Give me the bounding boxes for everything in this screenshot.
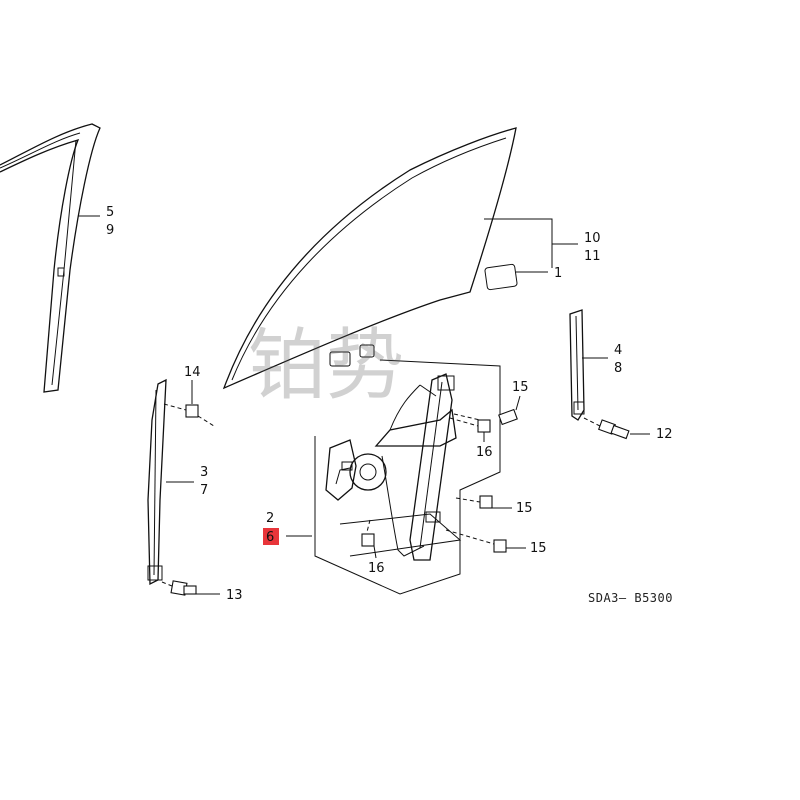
callout-15-bottom: 15 <box>530 541 547 556</box>
callout-13: 13 <box>226 588 243 603</box>
callout-4: 4 <box>614 343 622 358</box>
run-channel-part <box>0 123 101 393</box>
callout-14: 14 <box>184 365 201 380</box>
callout-16-top: 16 <box>476 445 493 460</box>
front-channel-part <box>569 309 585 421</box>
callout-1: 1 <box>554 266 562 281</box>
callout-6: 6 <box>266 530 274 545</box>
bolt-15c <box>445 529 526 553</box>
bolt-14 <box>163 380 215 427</box>
callout-5: 5 <box>106 205 114 220</box>
callout-7: 7 <box>200 483 208 498</box>
diagram-code: SDA3— B5300 <box>588 591 673 605</box>
regulator-part <box>374 373 457 561</box>
callout-12: 12 <box>656 427 673 442</box>
callout-16-bottom: 16 <box>368 561 385 576</box>
callout-15-middle: 15 <box>516 501 533 516</box>
regulator-outline <box>314 359 501 595</box>
bolt-12 <box>583 417 630 440</box>
bolt-16a <box>449 417 491 442</box>
bolt-15b <box>455 495 512 509</box>
watermark: 铂势 <box>248 321 404 411</box>
callout-10: 10 <box>584 231 601 246</box>
callout-15-top: 15 <box>512 380 529 395</box>
callout-6-highlight <box>263 528 279 545</box>
bolt-15a <box>453 395 521 426</box>
callout-11: 11 <box>584 249 601 264</box>
regulator-motor <box>325 439 387 501</box>
callout-3: 3 <box>200 465 208 480</box>
bolt-16b <box>361 519 377 559</box>
callout-9: 9 <box>106 223 114 238</box>
bolt-13 <box>161 580 197 596</box>
lower-channel-part <box>147 378 167 586</box>
callout-8: 8 <box>614 361 622 376</box>
door-glass-part <box>222 127 518 390</box>
callout-2: 2 <box>266 511 274 526</box>
